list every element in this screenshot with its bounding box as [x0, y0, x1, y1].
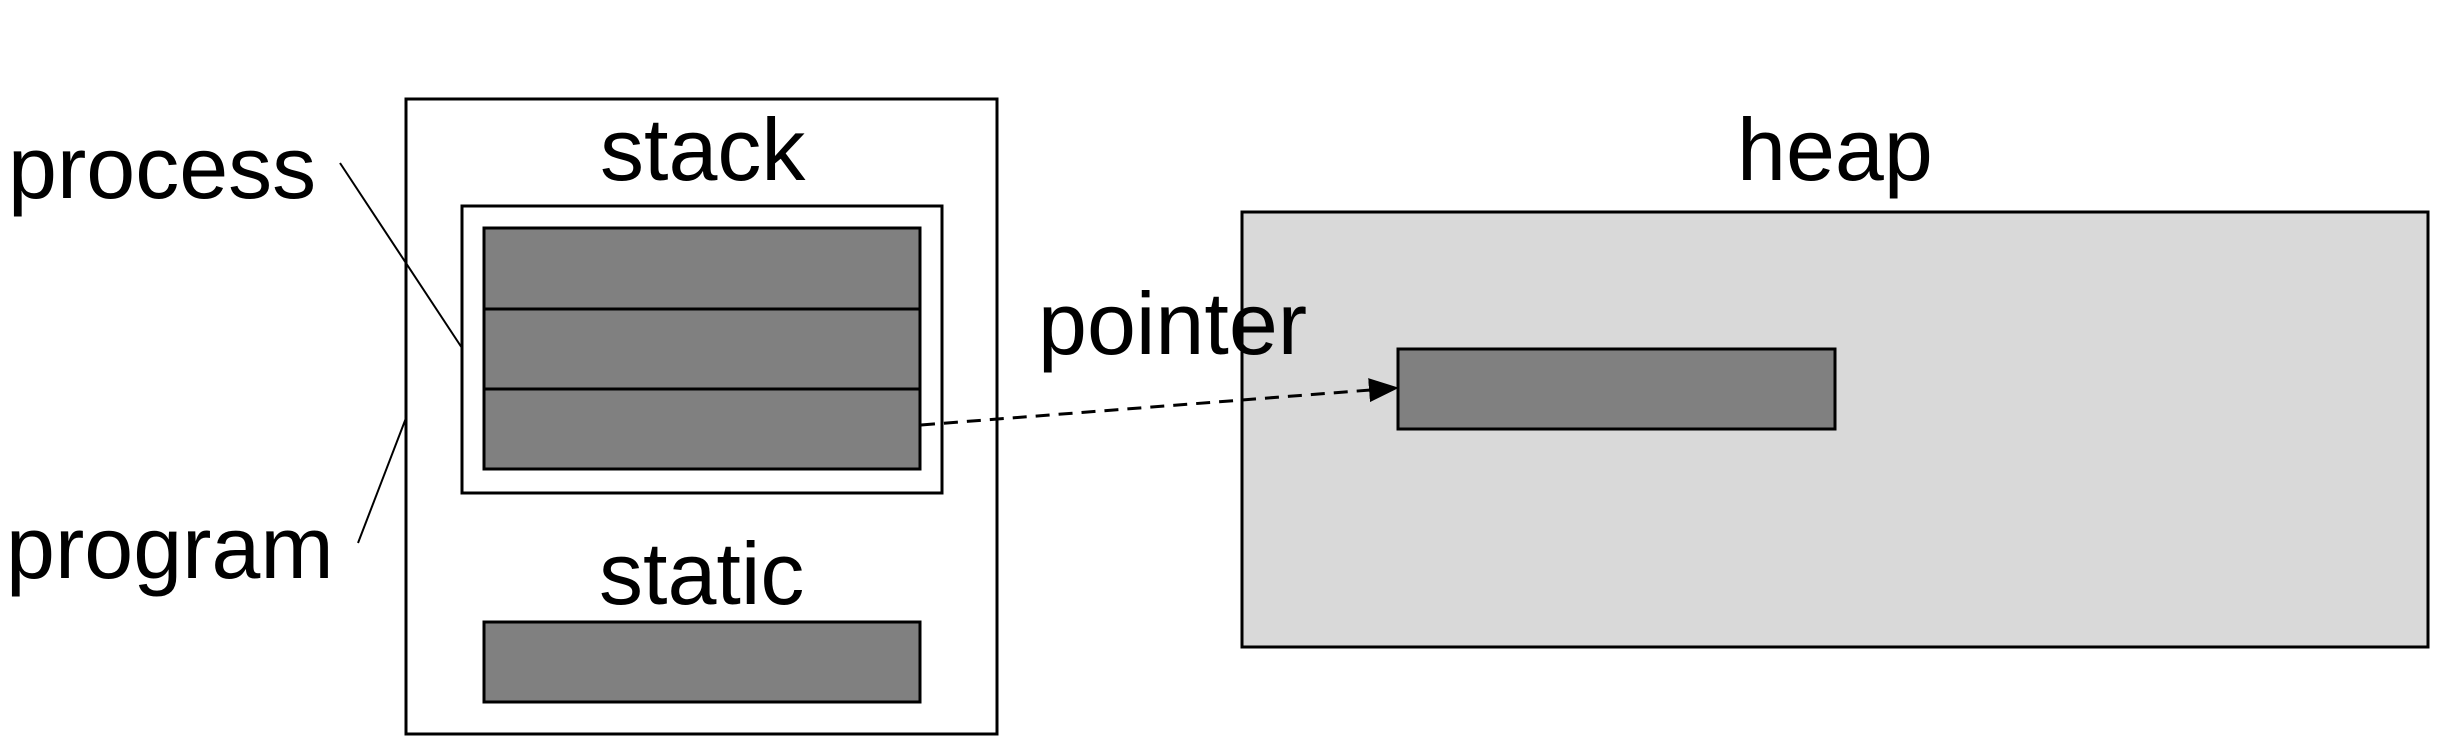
stack-block-1 [482, 226, 922, 311]
label-heap: heap [1737, 100, 1933, 199]
label-process: process [8, 118, 316, 217]
label-stack: stack [600, 100, 806, 199]
program-leader-line [357, 417, 407, 544]
label-program: program [6, 498, 334, 597]
label-pointer: pointer [1038, 274, 1307, 373]
heap-block [1396, 347, 1837, 431]
pointer-arrow [920, 378, 1399, 427]
label-static: static [599, 524, 804, 623]
static-block [482, 620, 922, 704]
stack-block-2 [482, 307, 922, 391]
stack-block-3 [482, 387, 922, 471]
process-leader-line [339, 162, 463, 349]
